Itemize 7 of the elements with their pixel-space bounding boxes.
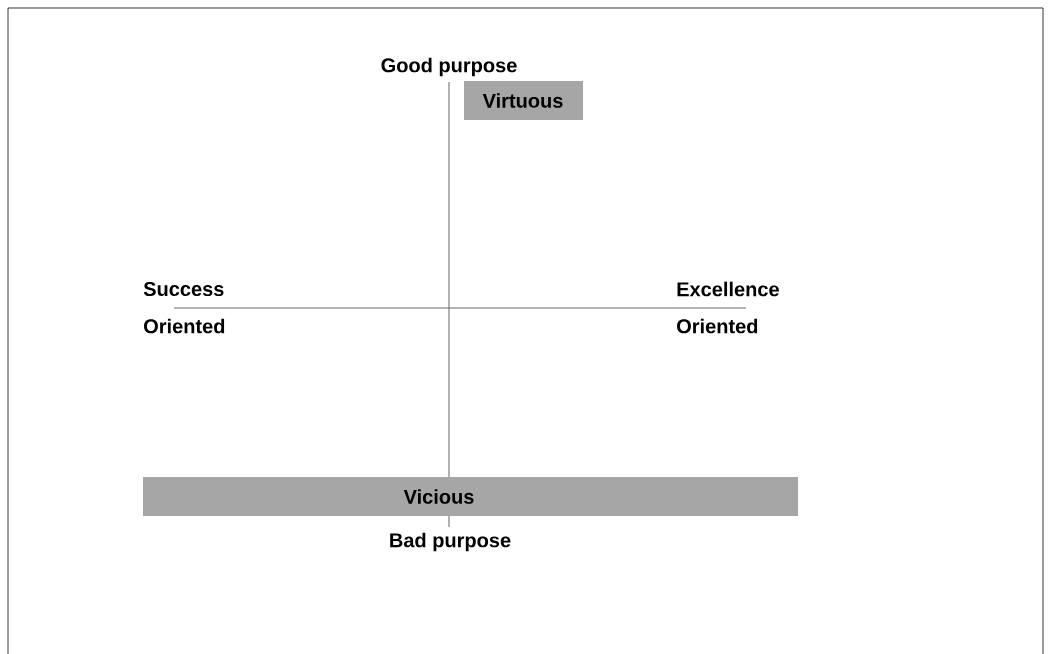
quadrant-box: Virtuous — [464, 81, 583, 120]
axis-label: Oriented — [677, 318, 758, 334]
quadrant-band: Vicious — [143, 477, 798, 516]
axis-label: Oriented — [144, 318, 225, 334]
axis-label: Success — [143, 281, 224, 297]
axis-label: Good purpose — [381, 57, 517, 77]
axis-label: Excellence — [677, 281, 779, 297]
